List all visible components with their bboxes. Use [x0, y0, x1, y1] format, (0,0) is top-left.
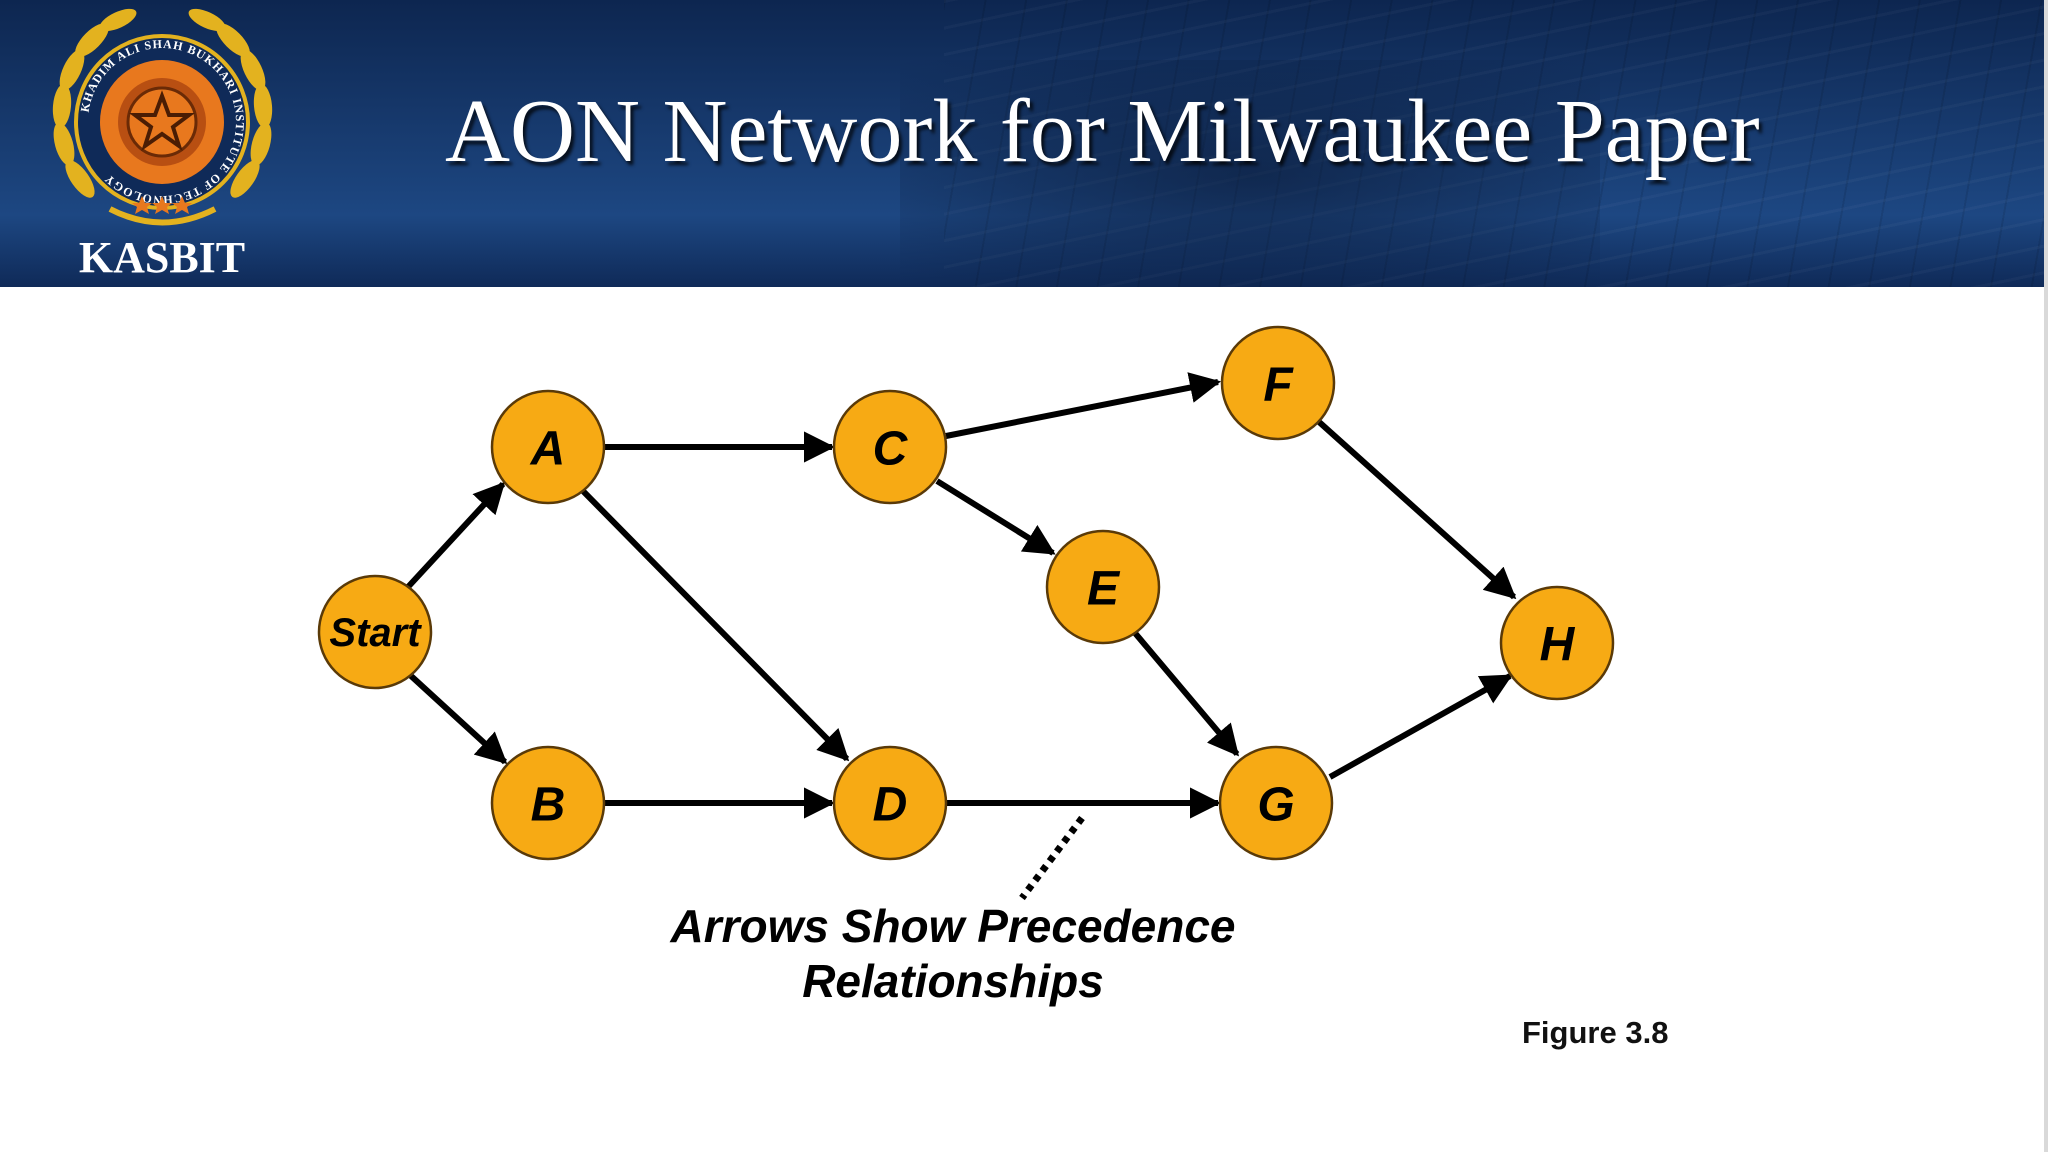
edge-start-b — [407, 672, 508, 765]
figure-label: Figure 3.8 — [1522, 1015, 1669, 1050]
node-label-e: E — [1087, 563, 1121, 616]
node-g — [1218, 745, 1334, 861]
kasbit-logo: KHADIM ALI SHAH BUKHARI INSTITUTE OF TEC… — [52, 8, 273, 282]
three-stars-icon — [132, 196, 192, 214]
edge-a-d — [579, 487, 850, 762]
node-label-g: G — [1257, 779, 1294, 832]
node-d — [832, 745, 948, 861]
slide-edge-divider — [2044, 0, 2048, 1152]
node-label-start: Start — [329, 611, 422, 655]
node-label-f: F — [1263, 359, 1294, 412]
callout-leader-line — [1019, 815, 1085, 901]
node-label-h: H — [1540, 619, 1576, 672]
header-banner: KHADIM ALI SHAH BUKHARI INSTITUTE OF TEC… — [0, 0, 2044, 287]
edge-e-g — [1132, 631, 1240, 757]
star-icon — [129, 90, 195, 152]
node-label-c: C — [873, 423, 909, 476]
node-a — [490, 389, 606, 505]
node-c — [832, 389, 948, 505]
callout-text-line2: Relationships — [802, 955, 1104, 1007]
header-background-shade — [900, 60, 1600, 287]
callout-text-line1: Arrows Show Precedence — [670, 900, 1236, 952]
edge-f-h — [1315, 418, 1517, 600]
edge-start-a — [405, 481, 506, 590]
edge-c-f — [945, 372, 1222, 439]
node-f — [1220, 325, 1336, 441]
edge-c-e — [935, 478, 1056, 556]
logo-text: KASBIT — [79, 233, 245, 282]
node-start — [317, 574, 433, 690]
node-e — [1045, 529, 1161, 645]
node-label-d: D — [873, 779, 908, 832]
edge-g-h — [1328, 673, 1513, 780]
node-label-a: A — [530, 423, 566, 476]
laurel-wreath-icon — [52, 8, 273, 226]
node-b — [490, 745, 606, 861]
node-h — [1499, 585, 1615, 701]
node-label-b: B — [531, 779, 566, 832]
page-title: AON Network for Milwaukee Paper — [445, 82, 1760, 181]
